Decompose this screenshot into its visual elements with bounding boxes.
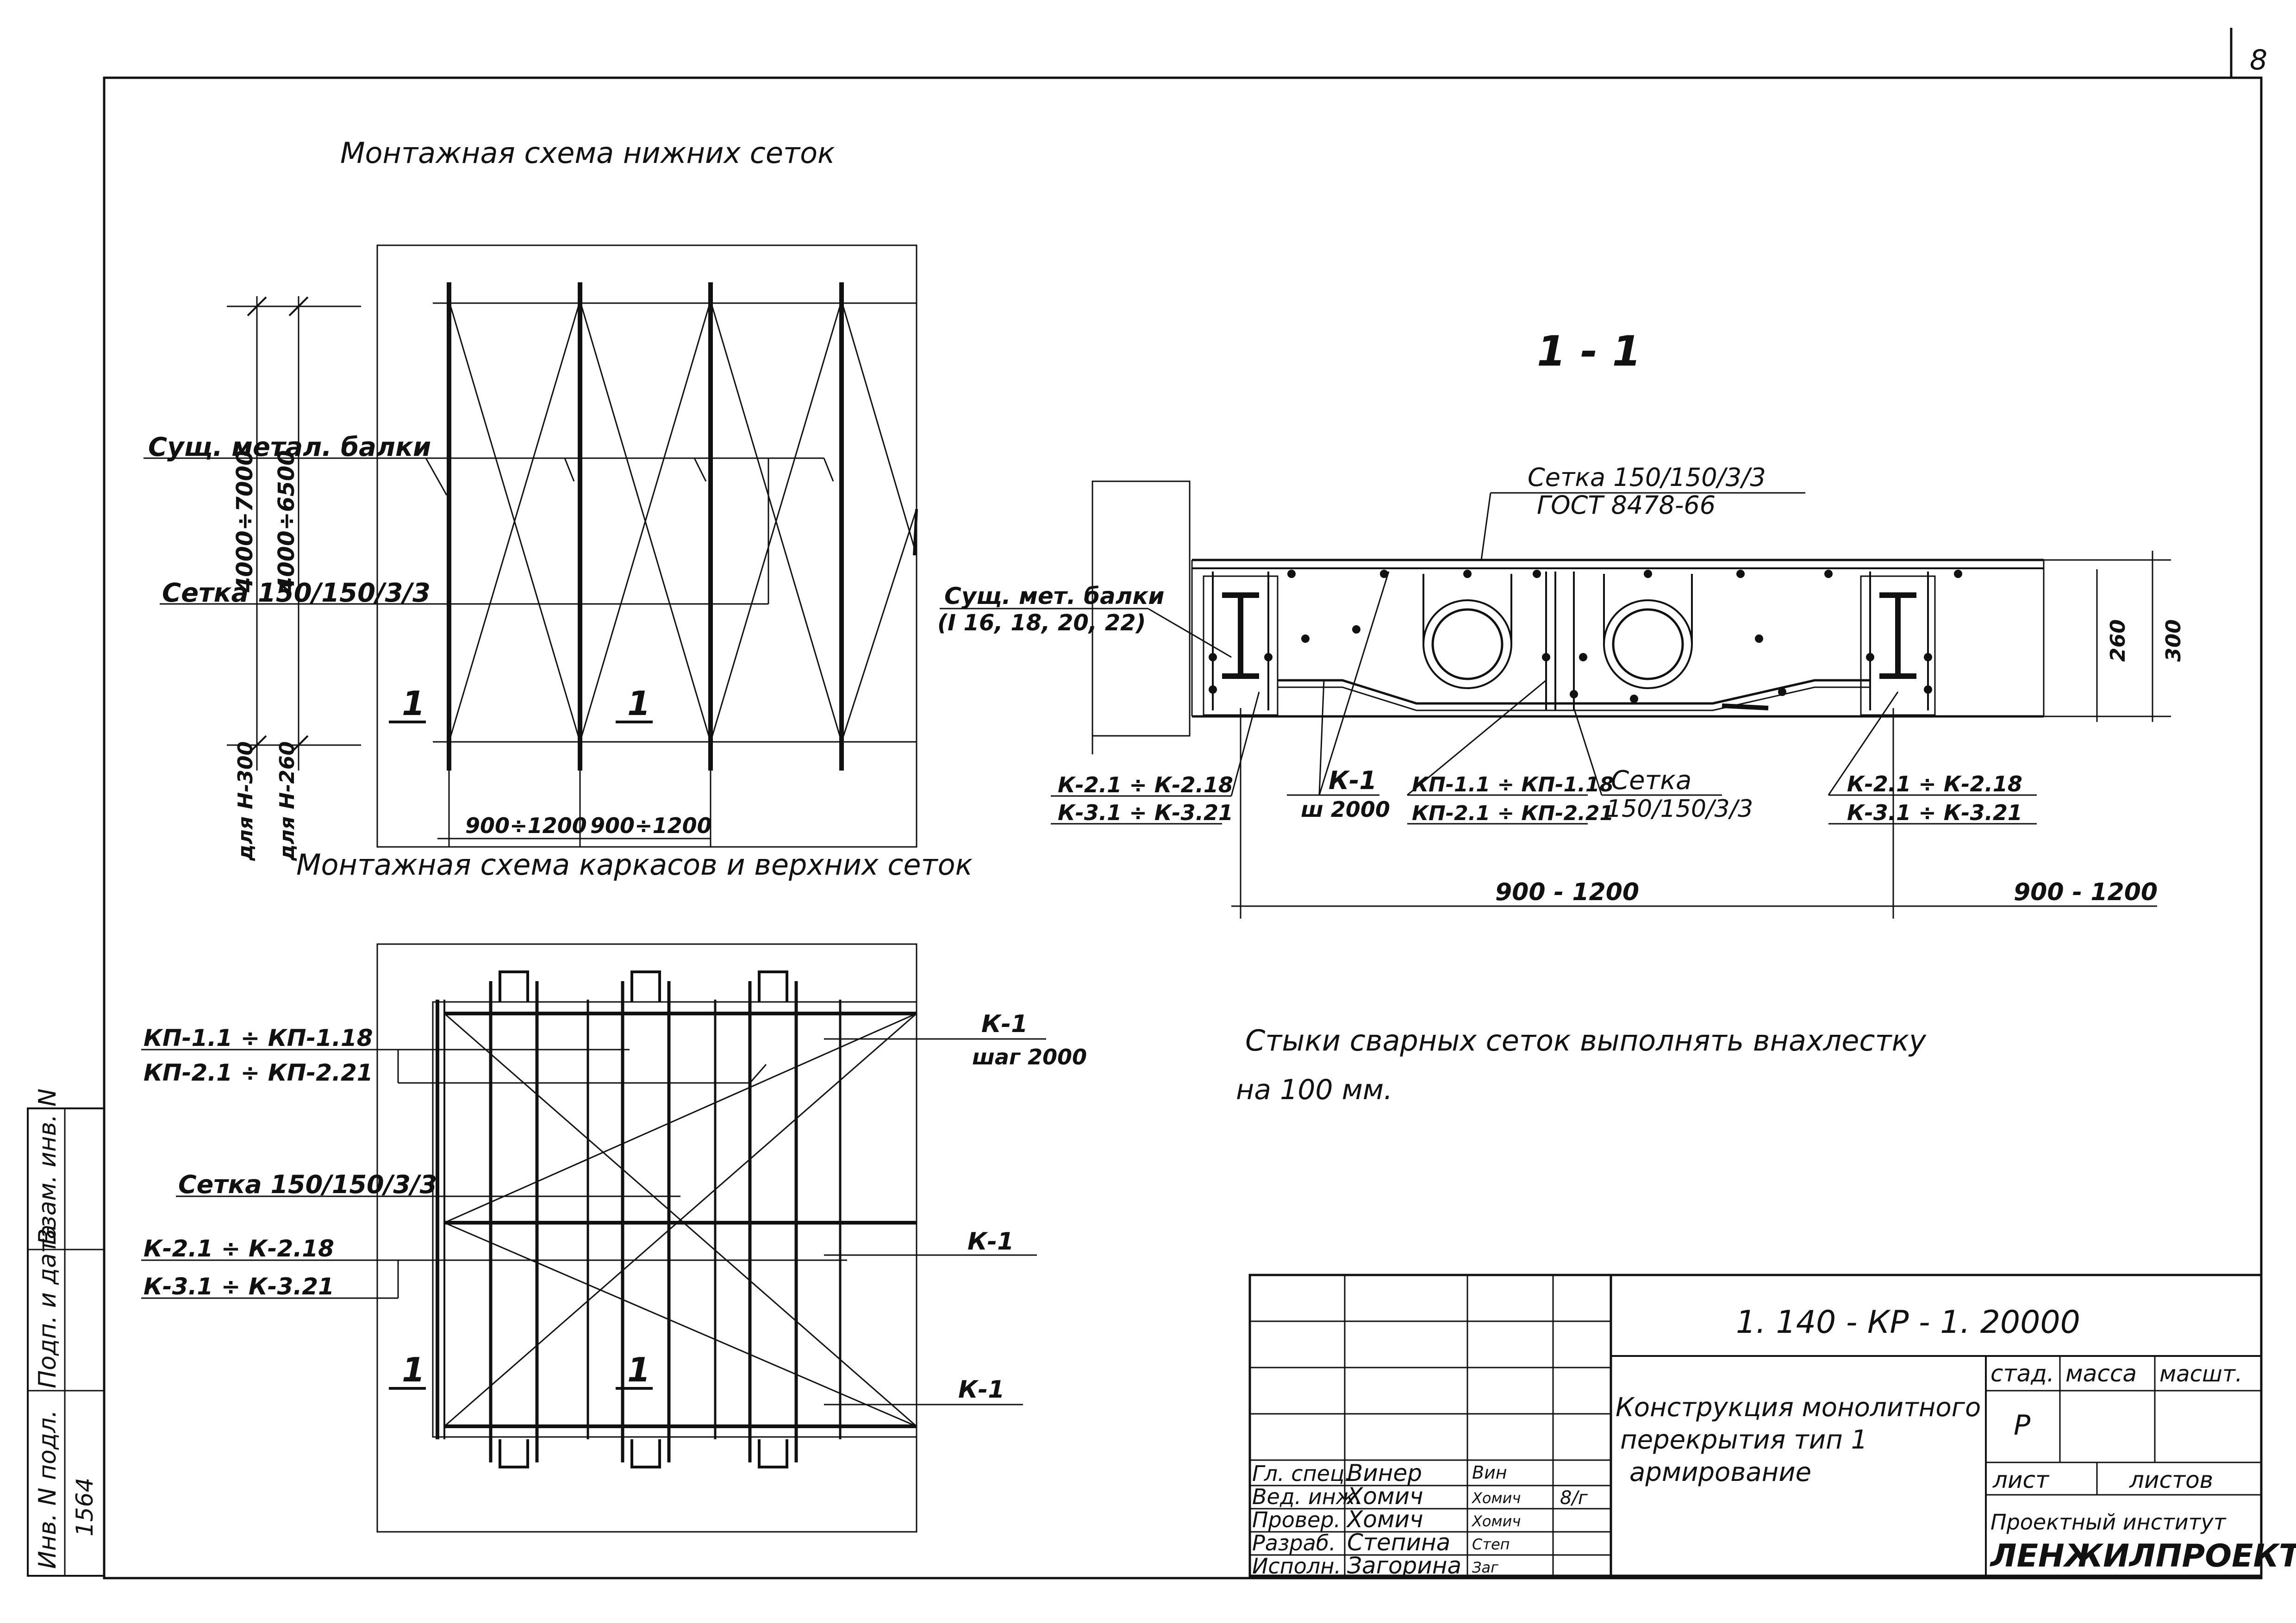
dim-span-h2: 900÷1200	[590, 813, 712, 838]
section-1-1: 1 - 1	[937, 327, 2185, 919]
drawing-code: 1. 140 - КР - 1. 20000	[1736, 1304, 2080, 1341]
sheet-frame	[103, 76, 2263, 1579]
name-1: Винер	[1347, 1460, 1422, 1486]
sign-1: Вин	[1472, 1462, 1507, 1483]
section-kp11: КП-1.1 ÷ КП-1.18	[1412, 773, 1614, 796]
plan-bottom-title: Монтажная схема нижних сеток	[340, 136, 835, 170]
role-4: Разраб.	[1252, 1530, 1336, 1555]
dim-span-section-right: 900 - 1200	[2014, 878, 2158, 906]
role-2: Вед. инж.	[1252, 1484, 1362, 1509]
name-2: Хомич	[1346, 1483, 1423, 1510]
dim-span-section: 900 - 1200	[1495, 878, 1639, 906]
dim-span-h1: 900÷1200	[465, 813, 587, 838]
scale-header: масшт.	[2159, 1361, 2242, 1387]
section-k21-right: К-2.1 ÷ К-2.18	[1847, 771, 2022, 796]
side-inv-value: 1564	[71, 1478, 98, 1536]
label-k1-bot: К-1	[958, 1376, 1004, 1404]
section-mesh-top-1: Сетка 150/150/3/3	[1528, 463, 1766, 492]
steel-beam-right	[1860, 575, 1936, 716]
pipe-openings	[1423, 574, 1693, 689]
section-k21-left: К-2.1 ÷ К-2.18	[1058, 772, 1233, 797]
plan-bottom-outline	[376, 244, 917, 848]
name-3: Хомич	[1346, 1506, 1423, 1533]
plan-top-frames: Монтажная схема каркасов и верхних сеток	[141, 848, 1087, 1533]
section-mark-2a: 1	[402, 1350, 425, 1389]
label-k1-mid: К-1	[967, 1228, 1014, 1256]
section-beams-2: (I 16, 18, 20, 22)	[937, 610, 1146, 636]
section-mesh-b2: 150/150/3/3	[1606, 795, 1753, 823]
dim-300: 300	[2162, 619, 2185, 662]
section-mark-1b: 1	[627, 684, 650, 723]
slab-outline	[1191, 559, 2045, 718]
section-mark-1a: 1	[402, 684, 425, 723]
title-block: 1. 140 - КР - 1. 20000 Конструкция монол…	[1248, 1274, 2296, 1579]
dim-span-v2: 4000÷6500	[274, 450, 299, 593]
drawing-desc-1: Конструкция монолитного	[1616, 1393, 1981, 1423]
note-line-1: Стыки сварных сеток выполнять внахлестку	[1245, 1024, 1927, 1057]
existing-beams	[447, 282, 918, 771]
section-frames	[1212, 572, 1929, 710]
sheet-number: 8	[2250, 44, 2267, 76]
org-line-2: ЛЕНЖИЛПРОЕКТ	[1990, 1538, 2296, 1574]
section-kp21: КП-2.1 ÷ КП-2.21	[1412, 802, 1614, 825]
plan-top-outline	[376, 943, 917, 1533]
sheet-header: лист	[1992, 1467, 2050, 1493]
steel-beam-left	[1203, 575, 1279, 716]
role-3: Провер.	[1252, 1507, 1341, 1532]
name-4: Степина	[1347, 1529, 1450, 1556]
role-1: Гл. спец.	[1252, 1461, 1351, 1486]
section-mesh-b1: Сетка	[1611, 765, 1691, 796]
drawing-desc-2: перекрытия тип 1	[1620, 1425, 1867, 1455]
side-stamp: Инв. N подл. Подп. и дата Взам. инв. N 1…	[27, 1088, 105, 1577]
drawing-desc-3: армирование	[1629, 1457, 1811, 1487]
plan-top-title: Монтажная схема каркасов и верхних сеток	[296, 848, 973, 882]
label-kp1: КП-1.1 ÷ КП-1.18	[144, 1025, 373, 1051]
stage-value: Р	[2014, 1409, 2031, 1442]
note-line-2: на 100 мм.	[1236, 1074, 1392, 1106]
name-5: Загорина	[1347, 1552, 1461, 1579]
label-mesh-bottom: Сетка 150/150/3/3	[162, 578, 430, 608]
sign-3: Хомич	[1471, 1512, 1521, 1530]
sheets-header: листов	[2129, 1467, 2213, 1493]
rebar-dots	[1209, 570, 1962, 703]
section-title: 1 - 1	[1537, 327, 1641, 376]
label-mesh-top: Сетка 150/150/3/3	[178, 1170, 437, 1199]
label-k1-top: К-1	[981, 1010, 1028, 1038]
dim-260: 260	[2106, 619, 2130, 662]
section-mark-2b: 1	[627, 1350, 650, 1389]
plan-bottom-meshes: Монтажная схема нижних сеток Сущ. метал.	[144, 136, 918, 861]
dim-span-v1: 4000÷7000	[232, 450, 258, 593]
label-k2: К-2.1 ÷ К-2.18	[144, 1235, 334, 1262]
dim-for-h300: для Н-300	[234, 741, 257, 861]
section-k1-step: ш 2000	[1301, 797, 1390, 822]
sign-5: Заг	[1472, 1559, 1498, 1576]
mass-header: масса	[2065, 1360, 2137, 1387]
side-cell-inv: Инв. N подл.	[34, 1410, 62, 1569]
frame-hooks	[499, 970, 788, 1468]
side-cell-replace: Взам. инв. N	[34, 1088, 62, 1245]
section-k31-left: К-3.1 ÷ К-3.21	[1058, 800, 1233, 825]
general-note: Стыки сварных сеток выполнять внахлестку…	[1236, 1024, 1927, 1106]
section-beams-1: Сущ. мет. балки	[944, 583, 1164, 609]
section-mesh-top-2: ГОСТ 8478-66	[1537, 491, 1716, 520]
date-mark: 8/г	[1560, 1487, 1588, 1509]
label-existing-beams: Сущ. метал. балки	[148, 432, 431, 462]
stage-header: стад.	[1990, 1360, 2054, 1387]
label-k3: К-3.1 ÷ К-3.21	[144, 1273, 334, 1300]
org-line-1: Проектный институт	[1990, 1510, 2227, 1535]
section-k31-right: К-3.1 ÷ К-3.21	[1847, 800, 2022, 825]
label-k1-step: шаг 2000	[972, 1045, 1087, 1070]
sign-2: Хомич	[1471, 1489, 1521, 1507]
side-cell-sign: Подп. и дата	[34, 1225, 62, 1388]
role-5: Исполн.	[1252, 1554, 1341, 1579]
sign-4: Степ	[1472, 1536, 1510, 1553]
mesh-zigzag	[448, 298, 917, 745]
section-k1: К-1	[1329, 766, 1377, 795]
label-kp2: КП-2.1 ÷ КП-2.21	[144, 1059, 373, 1086]
top-mesh-cross	[444, 1013, 917, 1427]
dim-for-h260: для Н-260	[275, 741, 299, 861]
